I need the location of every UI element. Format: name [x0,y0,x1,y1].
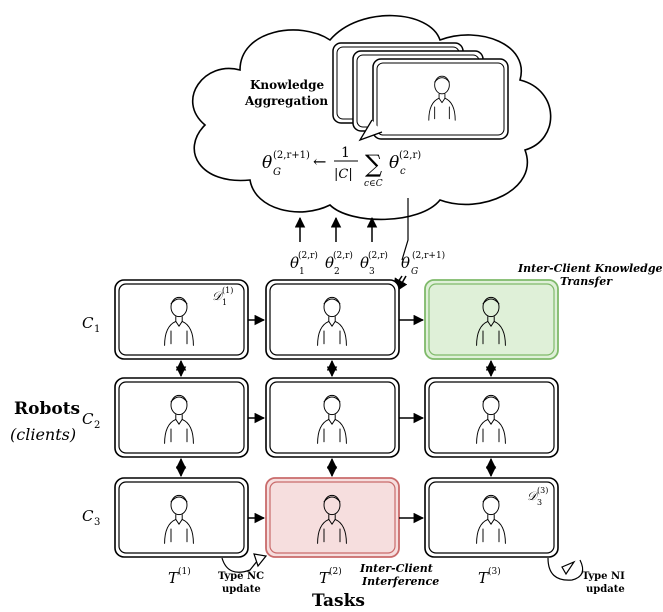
type-nc-line2: update [222,584,261,595]
cell-c3-t1 [114,477,249,558]
svg-text:(2,r+1): (2,r+1) [412,250,445,261]
svg-text:(3): (3) [537,486,548,495]
svg-text:3: 3 [94,517,100,528]
svg-text:(1): (1) [178,566,191,577]
type-ni-line1: Type NI [582,571,625,582]
cell-c2-t2 [265,377,400,458]
svg-text:θ: θ [401,254,410,272]
svg-text:T: T [319,569,330,587]
svg-text:T: T [478,569,489,587]
tasks-axis-label: Tasks [312,591,365,611]
svg-text:2: 2 [334,267,340,277]
transfer-annotation-line1: Inter-Client Knowledge [517,262,663,275]
task-sequence-arrows [248,314,425,524]
aggregation-formula: θ G (2,r+1) ← 1 |C| ∑ c∈C θ c (2,r) [262,145,421,189]
type-nc-line1: Type NC [218,571,264,582]
svg-text:1: 1 [222,298,227,307]
aggregated-model-stack [332,42,509,142]
knowledge-aggregation-cloud: Knowledge Aggregation θ G (2,r+1) ← 1 |C… [192,14,552,221]
svg-text:∑: ∑ [365,150,382,178]
svg-text:𝒟: 𝒟 [212,289,224,303]
type-ni-update: Type NI update [547,557,625,595]
interference-annotation-line1: Inter-Client [359,562,433,575]
cell-c2-t3 [424,377,559,458]
svg-text:←: ← [313,152,326,171]
upload-labels: θ 1 (2,r) θ 2 (2,r) θ 3 (2,r) [290,250,388,277]
svg-text:G: G [273,167,281,178]
svg-text:1: 1 [341,145,350,161]
svg-text:(2,r): (2,r) [298,250,318,261]
svg-text:θ: θ [262,153,272,173]
robots-axis-label: Robots [14,399,80,419]
transfer-annotation-line2: Transfer [560,275,613,288]
svg-text:θ: θ [389,153,399,173]
svg-text:c∈C: c∈C [364,179,383,189]
row-labels: C 1 C 2 C 3 [82,314,100,528]
interference-annotation-line2: Interference [361,575,439,588]
cloud-label-aggregation: Aggregation [244,94,328,108]
svg-text:2: 2 [94,420,100,431]
svg-text:1: 1 [94,324,100,335]
cell-c1-t3-transfer [424,279,559,360]
stack-card-front [372,58,509,140]
task-grid: 𝒟 1 (1) [114,279,559,558]
svg-text:θ: θ [360,254,369,272]
svg-text:3: 3 [537,498,542,507]
svg-text:|C|: |C| [334,167,353,182]
svg-text:θ: θ [325,254,334,272]
svg-text:(3): (3) [488,566,501,577]
cell-c1-t1: 𝒟 1 (1) [114,279,249,360]
cell-c1-t2 [265,279,400,360]
svg-text:T: T [168,569,179,587]
interference-cell [265,477,400,558]
svg-text:(2): (2) [329,566,342,577]
svg-text:1: 1 [299,267,305,277]
type-nc-update: Type NC update [218,553,268,595]
svg-text:C: C [82,314,94,332]
svg-text:𝒟: 𝒟 [527,489,539,503]
svg-text:G: G [411,267,418,277]
column-labels: T (1) T (2) T (3) [168,566,501,587]
svg-text:θ: θ [290,254,299,272]
upload-arrows [294,216,378,242]
svg-text:(1): (1) [222,286,233,295]
svg-text:C: C [82,410,94,428]
speech-tail [358,119,383,142]
svg-text:(2,r+1): (2,r+1) [273,150,310,161]
svg-text:(2,r): (2,r) [399,150,421,161]
transfer-cell [424,279,559,360]
cell-c3-t3: 𝒟 3 (3) [424,477,559,558]
svg-text:C: C [82,507,94,525]
type-ni-line2: update [586,584,625,595]
svg-text:c: c [400,166,406,177]
cell-c3-t2-interference [265,477,400,558]
clients-axis-label: (clients) [10,425,76,444]
svg-text:(2,r): (2,r) [368,250,388,261]
svg-text:3: 3 [369,267,375,277]
cell-c2-t1 [114,377,249,458]
svg-text:(2,r): (2,r) [333,250,353,261]
client-link-arrows [175,359,497,478]
cloud-label-knowledge: Knowledge [250,78,324,92]
